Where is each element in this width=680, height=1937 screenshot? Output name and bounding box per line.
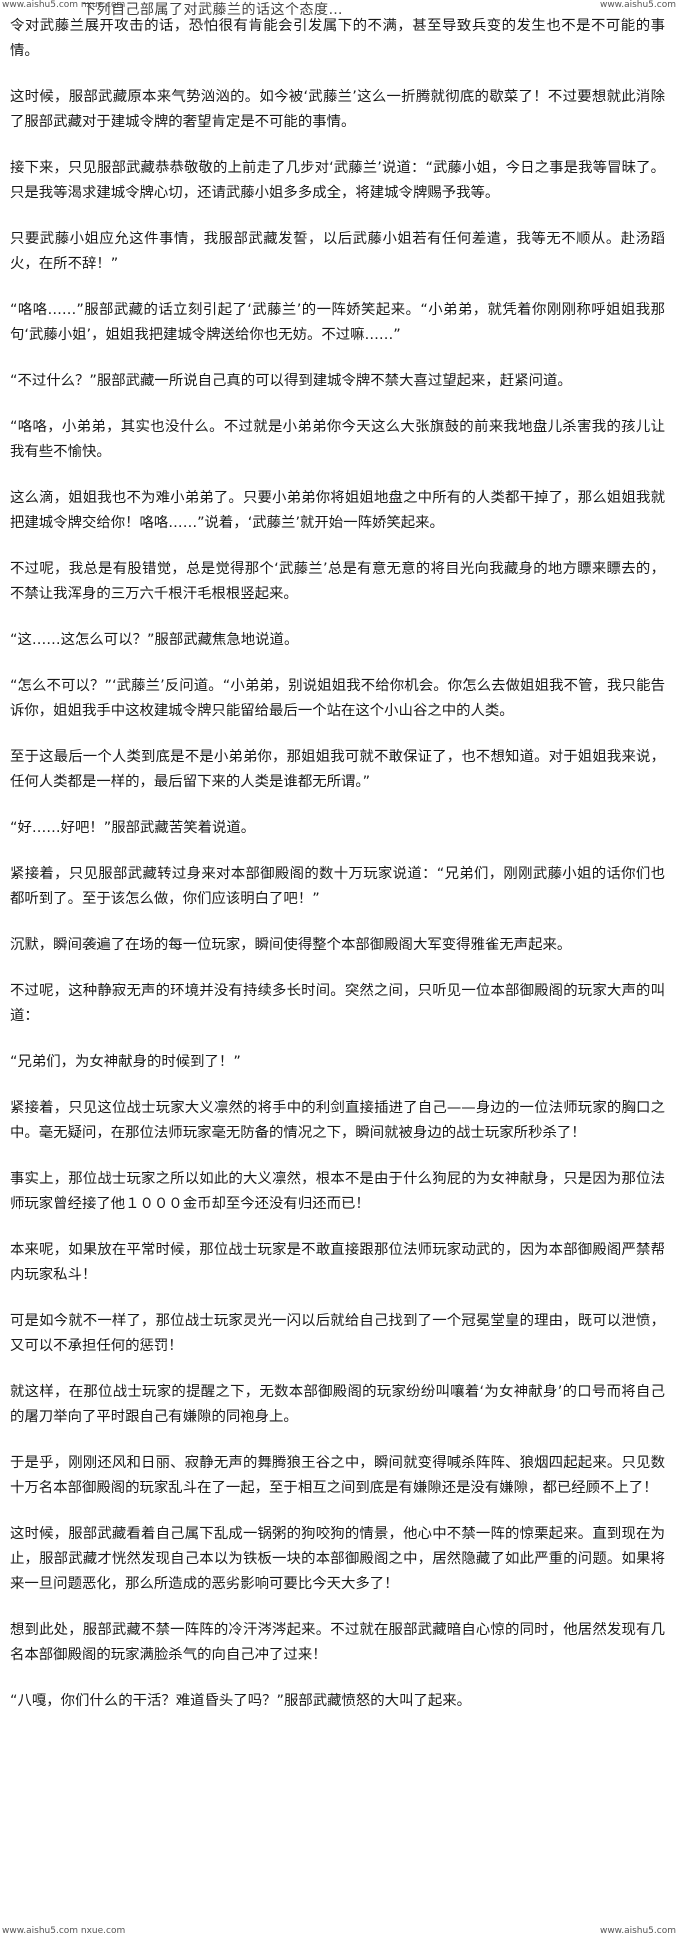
paragraph: 于是乎，刚刚还风和日丽、寂静无声的舞腾狼王谷之中，瞬间就变得喊杀阵阵、狼烟四起起…: [10, 1455, 665, 1496]
paragraph: “兄弟们，为女神献身的时候到了！”: [10, 1054, 241, 1070]
paragraph: 这么滴，姐姐我也不为难小弟弟了。只要小弟弟你将姐姐地盘之中所有的人类都干掉了，那…: [10, 490, 665, 531]
paragraph: 不过呢，我总是有股错觉，总是觉得那个‘武藤兰’总是有意无意的将目光向我藏身的地方…: [10, 561, 665, 602]
paragraph: 令对武藤兰展开攻击的话，恐怕很有肯能会引发属下的不满，甚至导致兵变的发生也不是不…: [10, 18, 665, 59]
paragraph: 可是如今就不一样了，那位战士玩家灵光一闪以后就给自己找到了一个冠冕堂皇的理由，既…: [10, 1313, 665, 1354]
paragraph: 本来呢，如果放在平常时候，那位战士玩家是不敢直接跟那位法师玩家动武的，因为本部御…: [10, 1242, 665, 1283]
paragraph: 至于这最后一个人类到底是不是小弟弟你，那姐姐我可就不敢保证了，也不想知道。对于姐…: [10, 749, 665, 790]
paragraph: 就这样，在那位战士玩家的提醒之下，无数本部御殿阁的玩家纷纷叫嚷着‘为女神献身’的…: [10, 1384, 665, 1425]
paragraph: “咯咯，小弟弟，其实也没什么。不过就是小弟弟你今天这么大张旗鼓的前来我地盘儿杀害…: [10, 419, 665, 460]
paragraph: “这……这怎么可以？”服部武藏焦急地说道。: [10, 632, 299, 648]
watermark-bottom-left: www.aishu5.com nxue.com: [2, 1926, 126, 1936]
watermark-bottom-right: www.aishu5.com: [599, 1926, 676, 1936]
paragraph: “好……好吧！”服部武藏苦笑着说道。: [10, 820, 256, 836]
watermark-top-right: www.aishu5.com: [599, 0, 676, 10]
article-body: 令对武藤兰展开攻击的话，恐怕很有肯能会引发属下的不满，甚至导致兵变的发生也不是不…: [10, 14, 665, 1735]
paragraph: “咯咯……”服部武藏的话立刻引起了‘武藤兰’的一阵娇笑起来。“小弟弟，就凭着你刚…: [10, 302, 665, 343]
header-fragment: 下列自己部属了对武藤兰的话这个态度…: [82, 2, 343, 18]
paragraph: “八嘎，你们什么的干活？难道昏头了吗？”服部武藏愤怒的大叫了起来。: [10, 1693, 472, 1709]
paragraph: 这时候，服部武藏看着自己属下乱成一锅粥的狗咬狗的情景，他心中不禁一阵的惊栗起来。…: [10, 1526, 665, 1592]
watermark-top-left: www.aishu5.com nxue.com: [2, 0, 126, 10]
paragraph: 不过呢，这种静寂无声的环境并没有持续多长时间。突然之间，只听见一位本部御殿阁的玩…: [10, 983, 665, 1024]
paragraph: “怎么不可以？”‘武藤兰’反问道。“小弟弟，别说姐姐我不给你机会。你怎么去做姐姐…: [10, 678, 665, 719]
paragraph: 事实上，那位战士玩家之所以如此的大义凛然，根本不是由于什么狗屁的为女神献身，只是…: [10, 1171, 665, 1212]
paragraph: 接下来，只见服部武藏恭恭敬敬的上前走了几步对‘武藤兰’说道：“武藤小姐，今日之事…: [10, 160, 665, 201]
paragraph: 这时候，服部武藏原本来气势汹汹的。如今被‘武藤兰’这么一折腾就彻底的歇菜了！不过…: [10, 89, 665, 130]
paragraph: 紧接着，只见服部武藏转过身来对本部御殿阁的数十万玩家说道：“兄弟们，刚刚武藤小姐…: [10, 866, 665, 907]
paragraph: 想到此处，服部武藏不禁一阵阵的冷汗涔涔起来。不过就在服部武藏暗自心惊的同时，他居…: [10, 1622, 665, 1663]
paragraph: 沉默，瞬间袭遍了在场的每一位玩家，瞬间使得整个本部御殿阁大军变得雅雀无声起来。: [10, 937, 572, 953]
paragraph: 只要武藤小姐应允这件事情，我服部武藏发誓，以后武藤小姐若有任何差遣，我等无不顺从…: [10, 231, 665, 272]
paragraph: 紧接着，只见这位战士玩家大义凛然的将手中的利剑直接插进了自己——身边的一位法师玩…: [10, 1100, 665, 1141]
paragraph: “不过什么？”服部武藏一所说自己真的可以得到建城令牌不禁大喜过望起来，赶紧问道。: [10, 373, 572, 389]
